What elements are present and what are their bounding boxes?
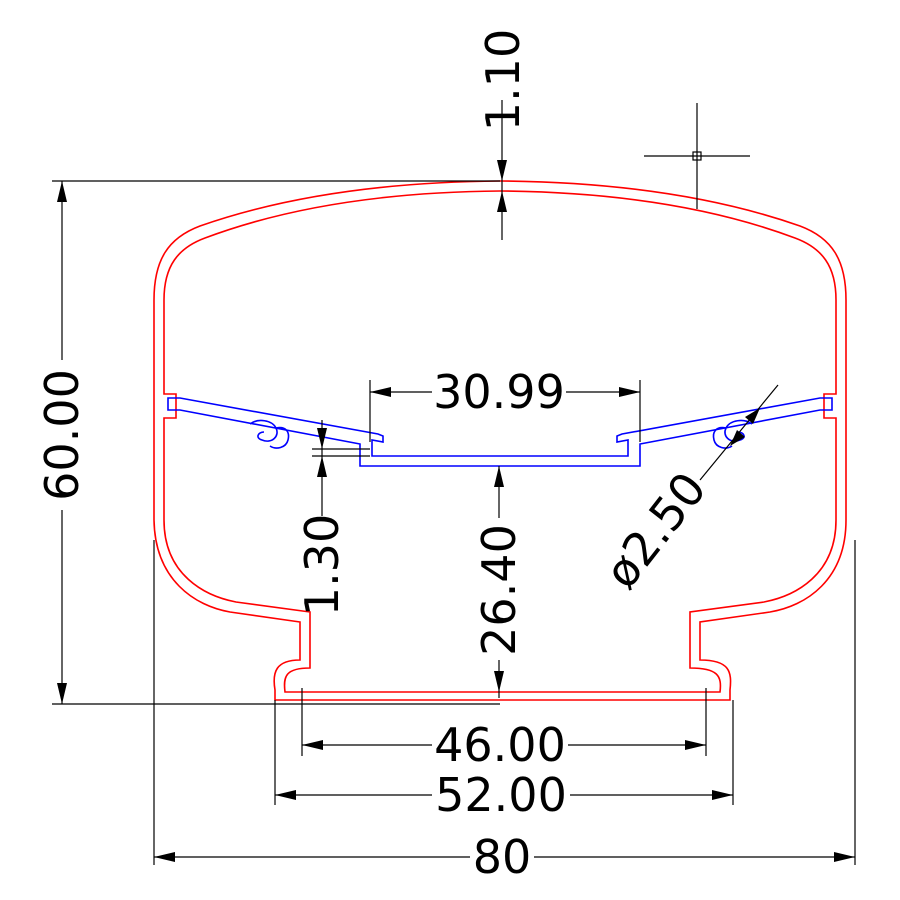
- top-thickness-label: 1.10: [476, 29, 530, 131]
- inner-width-label: 30.99: [433, 365, 565, 419]
- overall-width-label: 80: [473, 830, 532, 884]
- foot-inner-label: 46.00: [434, 718, 566, 772]
- foot-outer-label: 52.00: [435, 768, 567, 822]
- height-label: 60.00: [35, 369, 89, 501]
- insert-profile: [167, 397, 833, 467]
- insert-thickness-label: 1.30: [295, 514, 349, 616]
- outer-profile: [153, 180, 847, 701]
- hole-diameter-label: ø2.50: [594, 462, 717, 598]
- crosshair-cursor-icon: [644, 103, 750, 209]
- insert-depth-label: 26.40: [472, 524, 526, 656]
- dimension-arrows: [57, 160, 855, 862]
- dimension-lines: [52, 100, 856, 865]
